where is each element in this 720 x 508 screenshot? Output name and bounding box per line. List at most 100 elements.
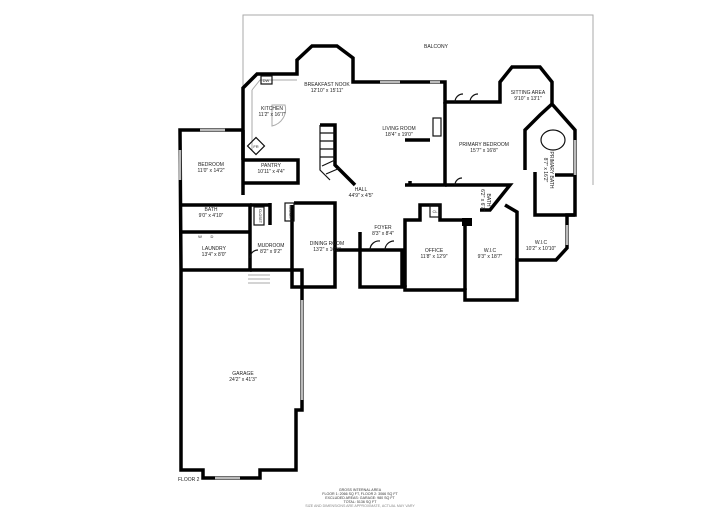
dw-label: DW (263, 78, 270, 83)
washer-label: W (198, 234, 202, 239)
svg-text:11'0" x 14'2": 11'0" x 14'2" (197, 168, 224, 174)
cl-label: CL (432, 209, 438, 214)
svg-text:13'2" x 16'3": 13'2" x 16'3" (313, 247, 341, 253)
fr-label: FR (253, 144, 258, 149)
floor-label: FLOOR 2 (178, 477, 200, 483)
svg-text:SITTING AREA: SITTING AREA (511, 90, 546, 96)
window (178, 80, 577, 480)
interior-wall (533, 172, 575, 217)
dryer-label: D (211, 234, 214, 239)
balcony-outline (242, 14, 594, 185)
stair-wall (320, 123, 357, 187)
closet-cl (429, 204, 441, 218)
room-label-balcony: BALCONY (424, 44, 449, 50)
svg-text:SIZE AND DIMENSIONS ARE APPROX: SIZE AND DIMENSIONS ARE APPROXIMATE, ACT… (305, 504, 415, 508)
svg-text:BATH: BATH (205, 207, 218, 213)
area-summary: GROSS INTERNAL AREA FLOOR 1: 2066 SQ FT,… (305, 488, 415, 508)
svg-text:18'4" x 19'0": 18'4" x 19'0" (385, 132, 413, 138)
svg-text:W.I.C: W.I.C (535, 240, 548, 246)
svg-text:8'3" x 8'4": 8'3" x 8'4" (372, 231, 394, 237)
svg-text:EXCLUDED AREAS: GARAGE: 980 SQ: EXCLUDED AREAS: GARAGE: 980 SQ FT (325, 496, 395, 500)
svg-text:11'8" x 12'9": 11'8" x 12'9" (420, 254, 447, 260)
room-label-wic-1: W.I.C9'3" x 18'7" (478, 248, 503, 260)
closet (284, 202, 295, 222)
svg-text:LAUNDRY: LAUNDRY (202, 246, 226, 252)
svg-text:KITCHEN: KITCHEN (261, 106, 283, 112)
interior-wall (250, 203, 272, 225)
chase (462, 218, 472, 226)
svg-text:44'9" x 4'5": 44'9" x 4'5" (349, 193, 374, 199)
svg-text:PRIMARY BEDROOM: PRIMARY BEDROOM (459, 142, 509, 148)
interior-wall (445, 183, 514, 212)
interior-wall (358, 232, 404, 287)
svg-text:10'2" x 10'10": 10'2" x 10'10" (526, 246, 556, 252)
svg-text:12'10" x 15'11": 12'10" x 15'11" (311, 88, 344, 94)
svg-text:HALL: HALL (355, 187, 368, 193)
svg-text:FLOOR 1: 2066 SQ FT, FLOOR 2:: FLOOR 1: 2066 SQ FT, FLOOR 2: 3066 SQ FT (322, 492, 398, 496)
svg-text:9'3" x 18'7": 9'3" x 18'7" (478, 254, 503, 260)
svg-text:PANTRY: PANTRY (261, 163, 281, 169)
svg-text:8'7" x 16'2": 8'7" x 16'2" (542, 158, 548, 183)
interior-wall (504, 203, 519, 260)
svg-text:GROSS INTERNAL AREA: GROSS INTERNAL AREA (339, 488, 382, 492)
svg-text:PRIMARY BATH: PRIMARY BATH (548, 152, 554, 189)
fireplace (432, 117, 442, 137)
svg-text:OFFICE: OFFICE (425, 248, 444, 254)
svg-text:BREAKFAST NOOK: BREAKFAST NOOK (304, 82, 350, 88)
svg-text:9'10" x 13'1": 9'10" x 13'1" (514, 96, 542, 102)
svg-text:BATH: BATH (485, 194, 491, 207)
svg-text:13'4" x 8'0": 13'4" x 8'0" (202, 252, 227, 258)
kitchen-counter (251, 79, 297, 150)
room-label-wic-2: W.I.C10'2" x 10'10" (526, 240, 556, 252)
svg-text:DINING ROOM: DINING ROOM (310, 241, 344, 247)
svg-text:8'2" x 9'2": 8'2" x 9'2" (260, 249, 282, 255)
exterior-wall (178, 44, 577, 480)
interior-wall (243, 158, 300, 185)
svg-text:24'2" x 41'3": 24'2" x 41'3" (229, 377, 257, 383)
svg-text:10'11" x 4'4": 10'11" x 4'4" (257, 169, 284, 175)
svg-text:BEDROOM: BEDROOM (198, 162, 224, 168)
closet-label: CLOSET (258, 209, 262, 224)
garage-steps (248, 274, 270, 284)
svg-text:MUDROOM: MUDROOM (258, 243, 285, 249)
svg-text:6'2" x 6'7": 6'2" x 6'7" (479, 189, 485, 211)
door (249, 93, 479, 259)
interior-wall (250, 205, 294, 272)
svg-text:9'0" x 4'10": 9'0" x 4'10" (199, 213, 224, 219)
svg-text:FOYER: FOYER (374, 225, 392, 231)
closet (253, 206, 265, 226)
closet-label-2: CLOSET (288, 205, 292, 220)
hall-wall (405, 138, 430, 185)
interior-wall (523, 102, 554, 170)
stairs (319, 125, 341, 181)
svg-text:BALCONY: BALCONY (424, 44, 449, 50)
svg-text:W.I.C: W.I.C (484, 248, 497, 254)
svg-text:TOTAL: 5136 SQ FT: TOTAL: 5136 SQ FT (344, 500, 378, 504)
tub (540, 129, 566, 151)
interior-wall (405, 102, 447, 187)
fridge (246, 136, 266, 156)
svg-text:GARAGE: GARAGE (232, 371, 254, 377)
interior-wall (294, 201, 337, 250)
interior-wall (181, 203, 252, 272)
svg-text:11'2" x 16'7": 11'2" x 16'7" (258, 112, 285, 118)
svg-text:15'7" x 16'8": 15'7" x 16'8" (470, 148, 498, 154)
dishwasher (260, 75, 273, 85)
